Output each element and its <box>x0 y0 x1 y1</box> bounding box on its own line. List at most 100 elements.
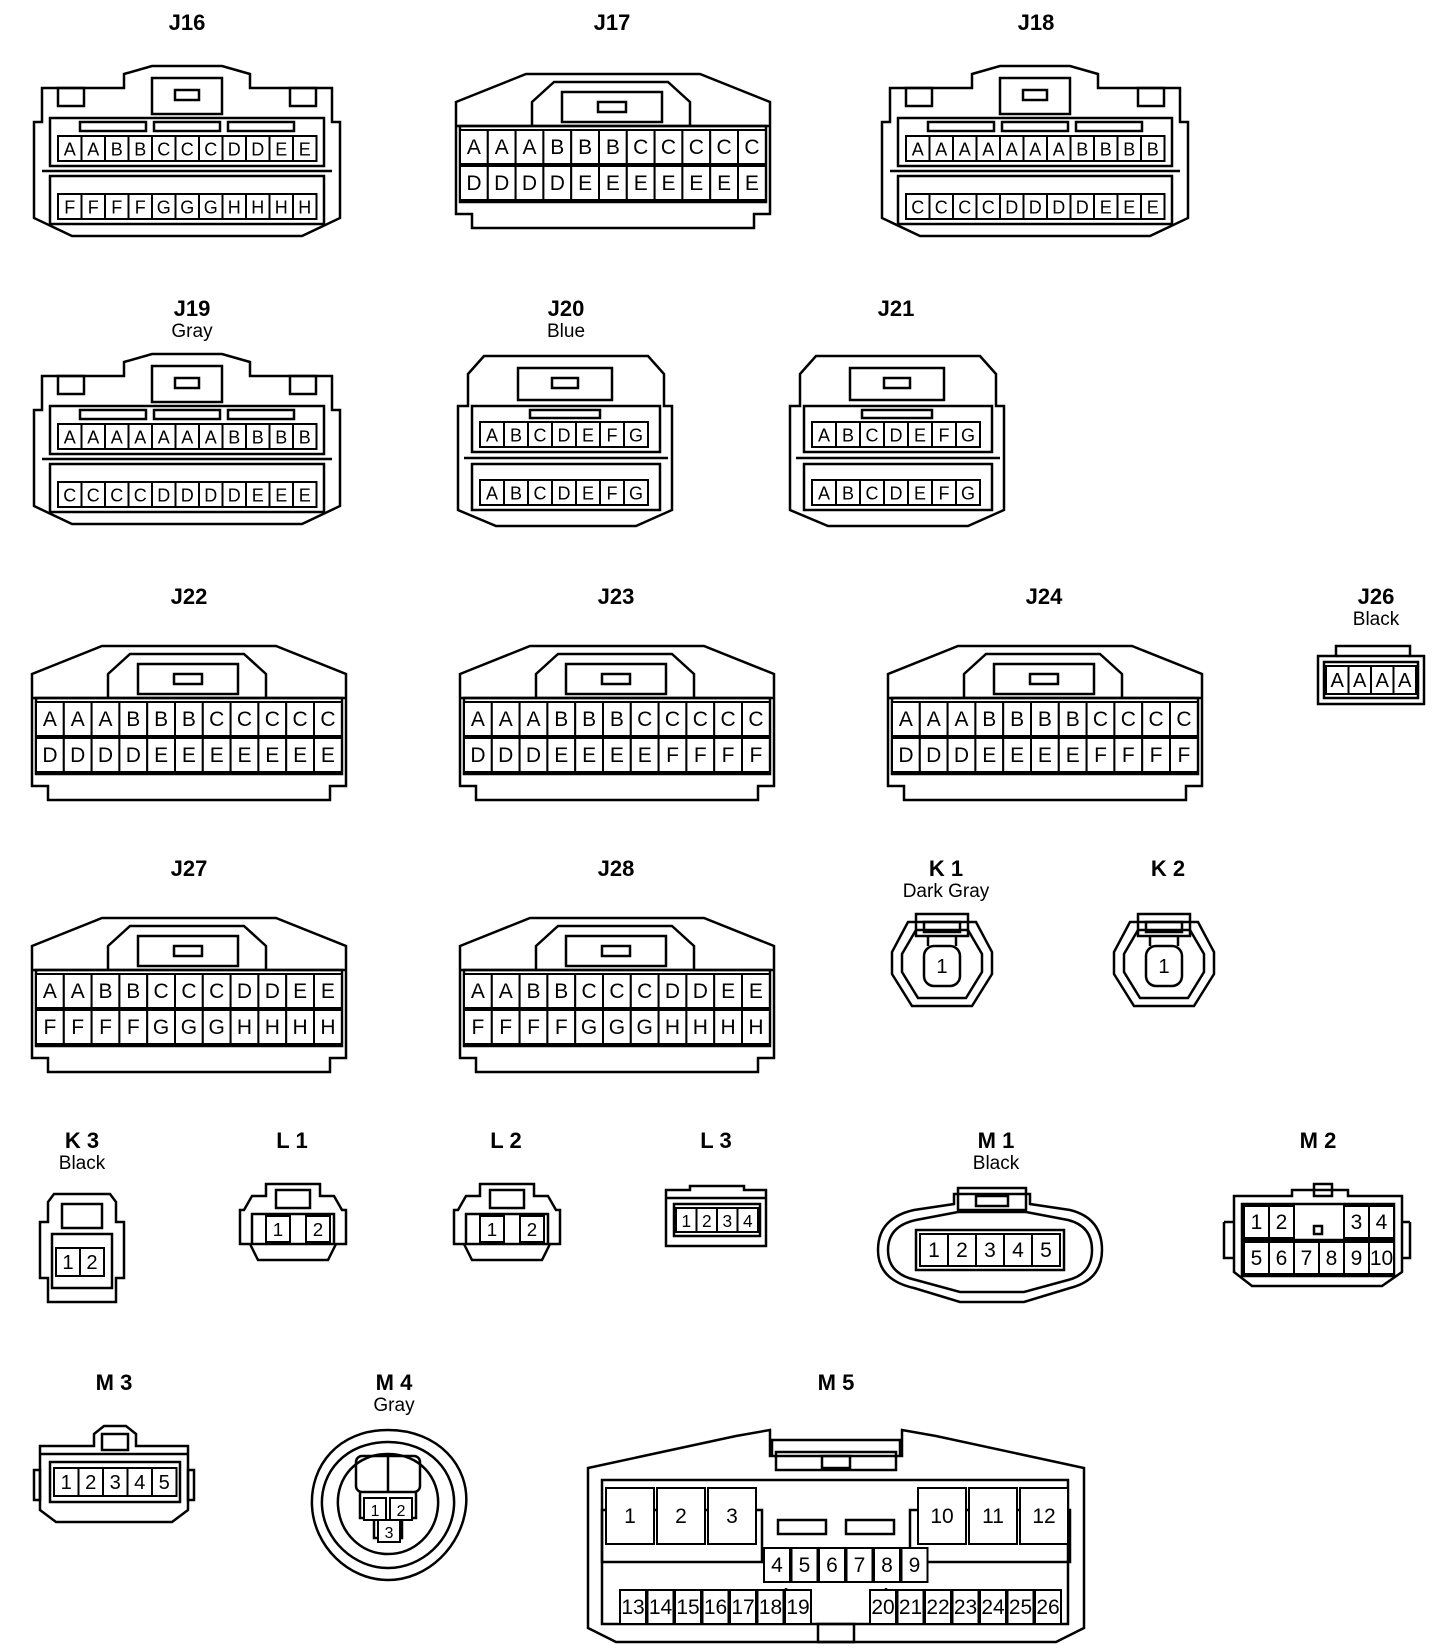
pin-cavity <box>1169 737 1199 773</box>
pin-label: G <box>637 1016 653 1039</box>
pin-cavity <box>741 701 771 737</box>
pin-label: C <box>157 140 170 160</box>
pin-label: 11 <box>982 1505 1004 1528</box>
pin-label: G <box>180 198 194 218</box>
pin-label: D <box>265 980 280 1003</box>
pin-label: C <box>181 980 196 1003</box>
pin-label: A <box>71 980 85 1003</box>
pin-cavity <box>1031 1233 1061 1267</box>
pin-label: 1 <box>624 1505 636 1528</box>
pin-label: E <box>606 172 620 195</box>
pin-label: E <box>634 172 648 195</box>
pin-cavity <box>551 479 577 506</box>
pin-cavity <box>681 165 712 201</box>
pin-cavity <box>891 701 921 737</box>
pin-cavity <box>479 479 505 506</box>
pin-cavity <box>1002 701 1032 737</box>
pin-label: E <box>661 172 675 195</box>
pin-label: E <box>1038 744 1052 767</box>
pin-label: 22 <box>926 1596 949 1619</box>
pin-label: 5 <box>1251 1247 1263 1270</box>
connector-color: Black <box>58 1153 106 1175</box>
j20-caption: J20 Blue <box>547 296 585 343</box>
pin-label: B <box>126 708 140 731</box>
connector-id: J21 <box>877 296 915 321</box>
pin-cavity <box>674 1589 702 1625</box>
pin-cavity <box>1343 1241 1370 1275</box>
pin-cavity <box>313 1009 343 1045</box>
pin-label: F <box>607 426 618 446</box>
pin-label: C <box>866 426 879 446</box>
pin-cavity <box>1140 193 1166 220</box>
pin-cavity <box>729 1589 757 1625</box>
pin-cavity <box>657 973 688 1009</box>
pin-cavity <box>709 129 740 165</box>
pin-cavity <box>574 973 604 1009</box>
pin-cavity <box>1140 135 1166 162</box>
pin-label: 23 <box>954 1596 977 1619</box>
connector-id: L 3 <box>700 1128 732 1153</box>
pin-label: 3 <box>984 1239 996 1262</box>
pin-label: 3 <box>110 1472 121 1494</box>
connector-id: J24 <box>1025 584 1063 609</box>
pin-cavity <box>1141 737 1172 773</box>
pin-label: C <box>958 198 971 218</box>
pin-label: D <box>550 172 565 195</box>
pin-label: E <box>1123 198 1135 218</box>
pin-label: 21 <box>899 1596 922 1619</box>
pin-cavity <box>527 479 553 506</box>
pin-cavity <box>292 423 318 450</box>
pin-label: F <box>71 1016 84 1039</box>
pin-cavity <box>931 479 957 506</box>
pin-cavity <box>713 737 744 773</box>
pin-label: 1 <box>61 1472 72 1494</box>
pin-label: B <box>554 980 568 1003</box>
pin-cavity <box>479 421 505 448</box>
pin-label: D <box>890 484 903 504</box>
pin-label: A <box>471 980 485 1003</box>
pin-label: D <box>228 486 241 506</box>
pin-label: G <box>204 198 218 218</box>
pin-cavity <box>1019 1487 1069 1545</box>
pin-cavity <box>811 479 837 506</box>
pin-label: A <box>471 708 485 731</box>
j21-caption: J21 <box>878 296 915 321</box>
pin-label: C <box>661 136 676 159</box>
pin-cavity <box>459 165 489 201</box>
pin-cavity <box>685 701 716 737</box>
pin-label: E <box>689 172 703 195</box>
pin-label: C <box>582 980 597 1003</box>
pin-label: F <box>1122 744 1135 767</box>
pin-label: B <box>1147 140 1159 160</box>
connector-k1-drawing: 1 <box>890 912 994 1008</box>
pin-cavity <box>118 701 149 737</box>
pin-label: E <box>610 744 624 767</box>
connector-color: Blue <box>546 321 586 343</box>
l2-caption: L 2 <box>490 1128 521 1153</box>
pin-label: C <box>1149 708 1164 731</box>
pin-cavity <box>265 1215 291 1243</box>
pin-cavity <box>1030 737 1060 773</box>
pin-row: 1 <box>936 956 947 978</box>
pin-label: A <box>205 428 217 448</box>
pin-label: 7 <box>854 1554 866 1577</box>
pin-cavity <box>602 701 632 737</box>
